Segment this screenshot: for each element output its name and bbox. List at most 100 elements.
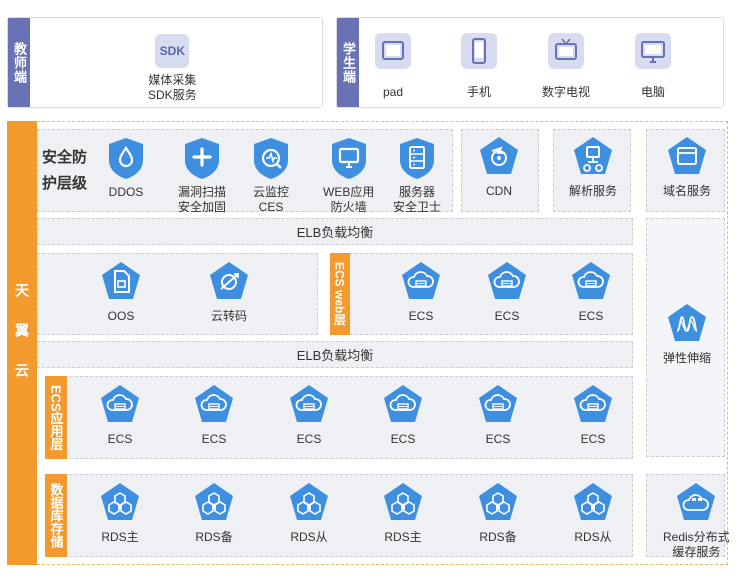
device-monitor[interactable]: 电脑 — [635, 33, 671, 99]
ecs-web-item-1[interactable]: ECS — [485, 259, 529, 323]
ecs-icon — [195, 385, 233, 422]
db-icon — [479, 483, 517, 520]
ecs-web-item-2-label: ECS — [578, 309, 604, 323]
elb-bar-2: ELB负载均衡 — [37, 341, 633, 368]
db-icon — [101, 483, 139, 520]
redis-item-label: Redis分布式 — [663, 530, 730, 544]
monitor-icon — [635, 33, 671, 69]
ecs-web-tab: ECS web层 — [330, 253, 350, 335]
ecs-app-item-3[interactable]: ECS — [381, 382, 425, 446]
tv-icon — [548, 33, 584, 69]
ecs-app-tab: ECS应用层 — [45, 376, 67, 459]
security-band — [37, 129, 453, 212]
device-label: 数字电视 — [542, 85, 591, 99]
db-item-3-label: RDS主 — [384, 530, 422, 544]
ecs-icon — [101, 385, 139, 422]
device-tablet[interactable]: pad — [375, 33, 411, 99]
security-item-4-label: 服务器 — [399, 185, 436, 199]
db-icon — [384, 483, 422, 520]
ecs-app-item-2-label: ECS — [296, 432, 322, 446]
side-service-1[interactable]: 解析服务 — [569, 134, 617, 198]
storage-item-1-label: 云转码 — [210, 309, 247, 323]
redis-item[interactable]: Redis分布式缓存服务 — [663, 480, 730, 559]
db-item-2-label: RDS从 — [290, 530, 328, 544]
cloud-tab: 天翼云 — [7, 121, 37, 565]
db-item-0-label: RDS主 — [101, 530, 139, 544]
ecs-app-item-1[interactable]: ECS — [192, 382, 236, 446]
ecs-app-item-5-label: ECS — [580, 432, 606, 446]
security-item-3-label: WEB应用 — [323, 185, 375, 199]
db-item-0[interactable]: RDS主 — [98, 480, 142, 544]
sdk-service[interactable]: SDK 媒体采集 SDK服务 — [148, 34, 197, 102]
monitor-scan-icon — [254, 138, 288, 179]
security-item-0[interactable]: DDOS — [104, 135, 148, 199]
dns-icon — [574, 137, 612, 174]
db-item-1-label: RDS备 — [195, 530, 233, 544]
ecs-web-item-0-label: ECS — [408, 309, 434, 323]
ecs-app-item-0[interactable]: ECS — [98, 382, 142, 446]
autoscale-band — [646, 218, 725, 457]
security-item-0-label: DDOS — [108, 185, 144, 199]
autoscale-item-label: 弹性伸缩 — [663, 351, 712, 365]
tablet-icon — [375, 33, 411, 69]
ecs-app-item-4-label: ECS — [485, 432, 511, 446]
security-item-1[interactable]: 漏洞扫描安全加固 — [178, 135, 226, 214]
side-service-0-label: CDN — [486, 184, 512, 198]
redis-item-label: 缓存服务 — [672, 545, 721, 559]
security-title: 安全防 护层级 — [42, 149, 88, 192]
side-service-2[interactable]: 域名服务 — [663, 134, 711, 198]
elb-bar-1: ELB负载均衡 — [37, 218, 633, 245]
web-screen-icon — [331, 138, 366, 179]
ecs-app-item-5[interactable]: ECS — [571, 382, 615, 446]
security-item-4-label: 安全卫士 — [393, 200, 442, 214]
device-label: pad — [382, 85, 404, 99]
wave-icon — [668, 304, 706, 341]
security-item-2-label: CES — [258, 200, 284, 214]
ecs-web-item-0[interactable]: ECS — [399, 259, 443, 323]
water-drop-icon — [109, 138, 143, 179]
sdk-icon: SDK — [155, 34, 190, 68]
ecs-icon — [384, 385, 422, 422]
db-band — [45, 474, 633, 557]
db-icon — [195, 483, 233, 520]
db-item-5[interactable]: RDS从 — [571, 480, 615, 544]
ecs-icon — [488, 262, 526, 299]
storage-item-0[interactable]: OOS — [99, 259, 143, 323]
side-service-0[interactable]: CDN — [477, 134, 521, 198]
ecs-web-item-1-label: ECS — [494, 309, 520, 323]
side-service-2-label: 域名服务 — [663, 184, 712, 198]
cdn-icon — [480, 137, 518, 174]
ecs-app-item-3-label: ECS — [390, 432, 416, 446]
transcode-icon — [210, 262, 248, 299]
db-item-2[interactable]: RDS从 — [287, 480, 331, 544]
device-label: 电脑 — [640, 85, 665, 99]
security-item-4[interactable]: 服务器安全卫士 — [393, 135, 441, 214]
sdk-label-2: SDK服务 — [148, 88, 197, 102]
ecs-app-band — [45, 376, 633, 459]
side-service-1-label: 解析服务 — [569, 184, 618, 198]
storage-band — [37, 253, 318, 335]
storage-item-1[interactable]: 云转码 — [207, 259, 251, 323]
device-tv[interactable]: 数字电视 — [542, 33, 590, 99]
db-item-3[interactable]: RDS主 — [381, 480, 425, 544]
device-phone[interactable]: 手机 — [461, 33, 497, 99]
autoscale-item[interactable]: 弹性伸缩 — [663, 301, 711, 365]
ecs-app-item-1-label: ECS — [201, 432, 227, 446]
ecs-app-item-2[interactable]: ECS — [287, 382, 331, 446]
ecs-web-item-2[interactable]: ECS — [569, 259, 613, 323]
security-item-2-label: 云监控 — [252, 185, 289, 199]
db-icon — [574, 483, 612, 520]
teacher-tab: 教师端 — [8, 18, 30, 107]
security-item-3-label: 防火墙 — [330, 200, 367, 214]
sdk-label-1: 媒体采集 — [148, 73, 197, 87]
db-item-4[interactable]: RDS备 — [476, 480, 520, 544]
ecs-app-item-0-label: ECS — [107, 432, 133, 446]
ecs-app-item-4[interactable]: ECS — [476, 382, 520, 446]
db-item-5-label: RDS从 — [574, 530, 612, 544]
security-item-1-label: 安全加固 — [178, 200, 227, 214]
ecs-icon — [574, 385, 612, 422]
db-item-1[interactable]: RDS备 — [192, 480, 236, 544]
security-item-1-label: 漏洞扫描 — [178, 185, 227, 199]
security-item-3[interactable]: WEB应用防火墙 — [323, 135, 374, 214]
